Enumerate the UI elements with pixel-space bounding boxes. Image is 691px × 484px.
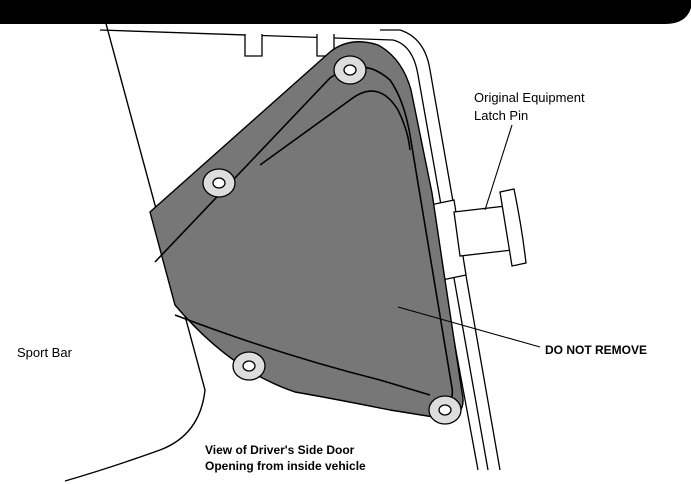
sport-bar-label: Sport Bar bbox=[17, 345, 72, 360]
do-not-remove-leader bbox=[397, 306, 541, 348]
header-bar bbox=[0, 0, 691, 24]
bolt-bottom-left bbox=[232, 351, 266, 381]
panel-contour-2 bbox=[259, 90, 411, 166]
latch-pin-leader bbox=[484, 124, 513, 211]
bolt-bottom-right bbox=[428, 395, 462, 425]
caption-line1: View of Driver's Side Door bbox=[205, 443, 355, 457]
bolt-top bbox=[333, 55, 367, 85]
bolts bbox=[202, 55, 462, 425]
door-frame-mid bbox=[99, 29, 489, 471]
door-frame-outer bbox=[380, 29, 501, 471]
top-tabs bbox=[244, 34, 335, 57]
latch-pin-label-line2: Latch Pin bbox=[474, 108, 529, 123]
bolt-left bbox=[202, 168, 236, 198]
latch-pin bbox=[429, 188, 527, 281]
panel-contour-3 bbox=[174, 314, 431, 396]
latch-pin-label-line1: Original Equipment bbox=[474, 90, 585, 105]
sport-bar bbox=[64, 17, 206, 482]
caption-line2: Opening from inside vehicle bbox=[205, 459, 366, 473]
do-not-remove-label: DO NOT REMOVE bbox=[545, 343, 648, 357]
